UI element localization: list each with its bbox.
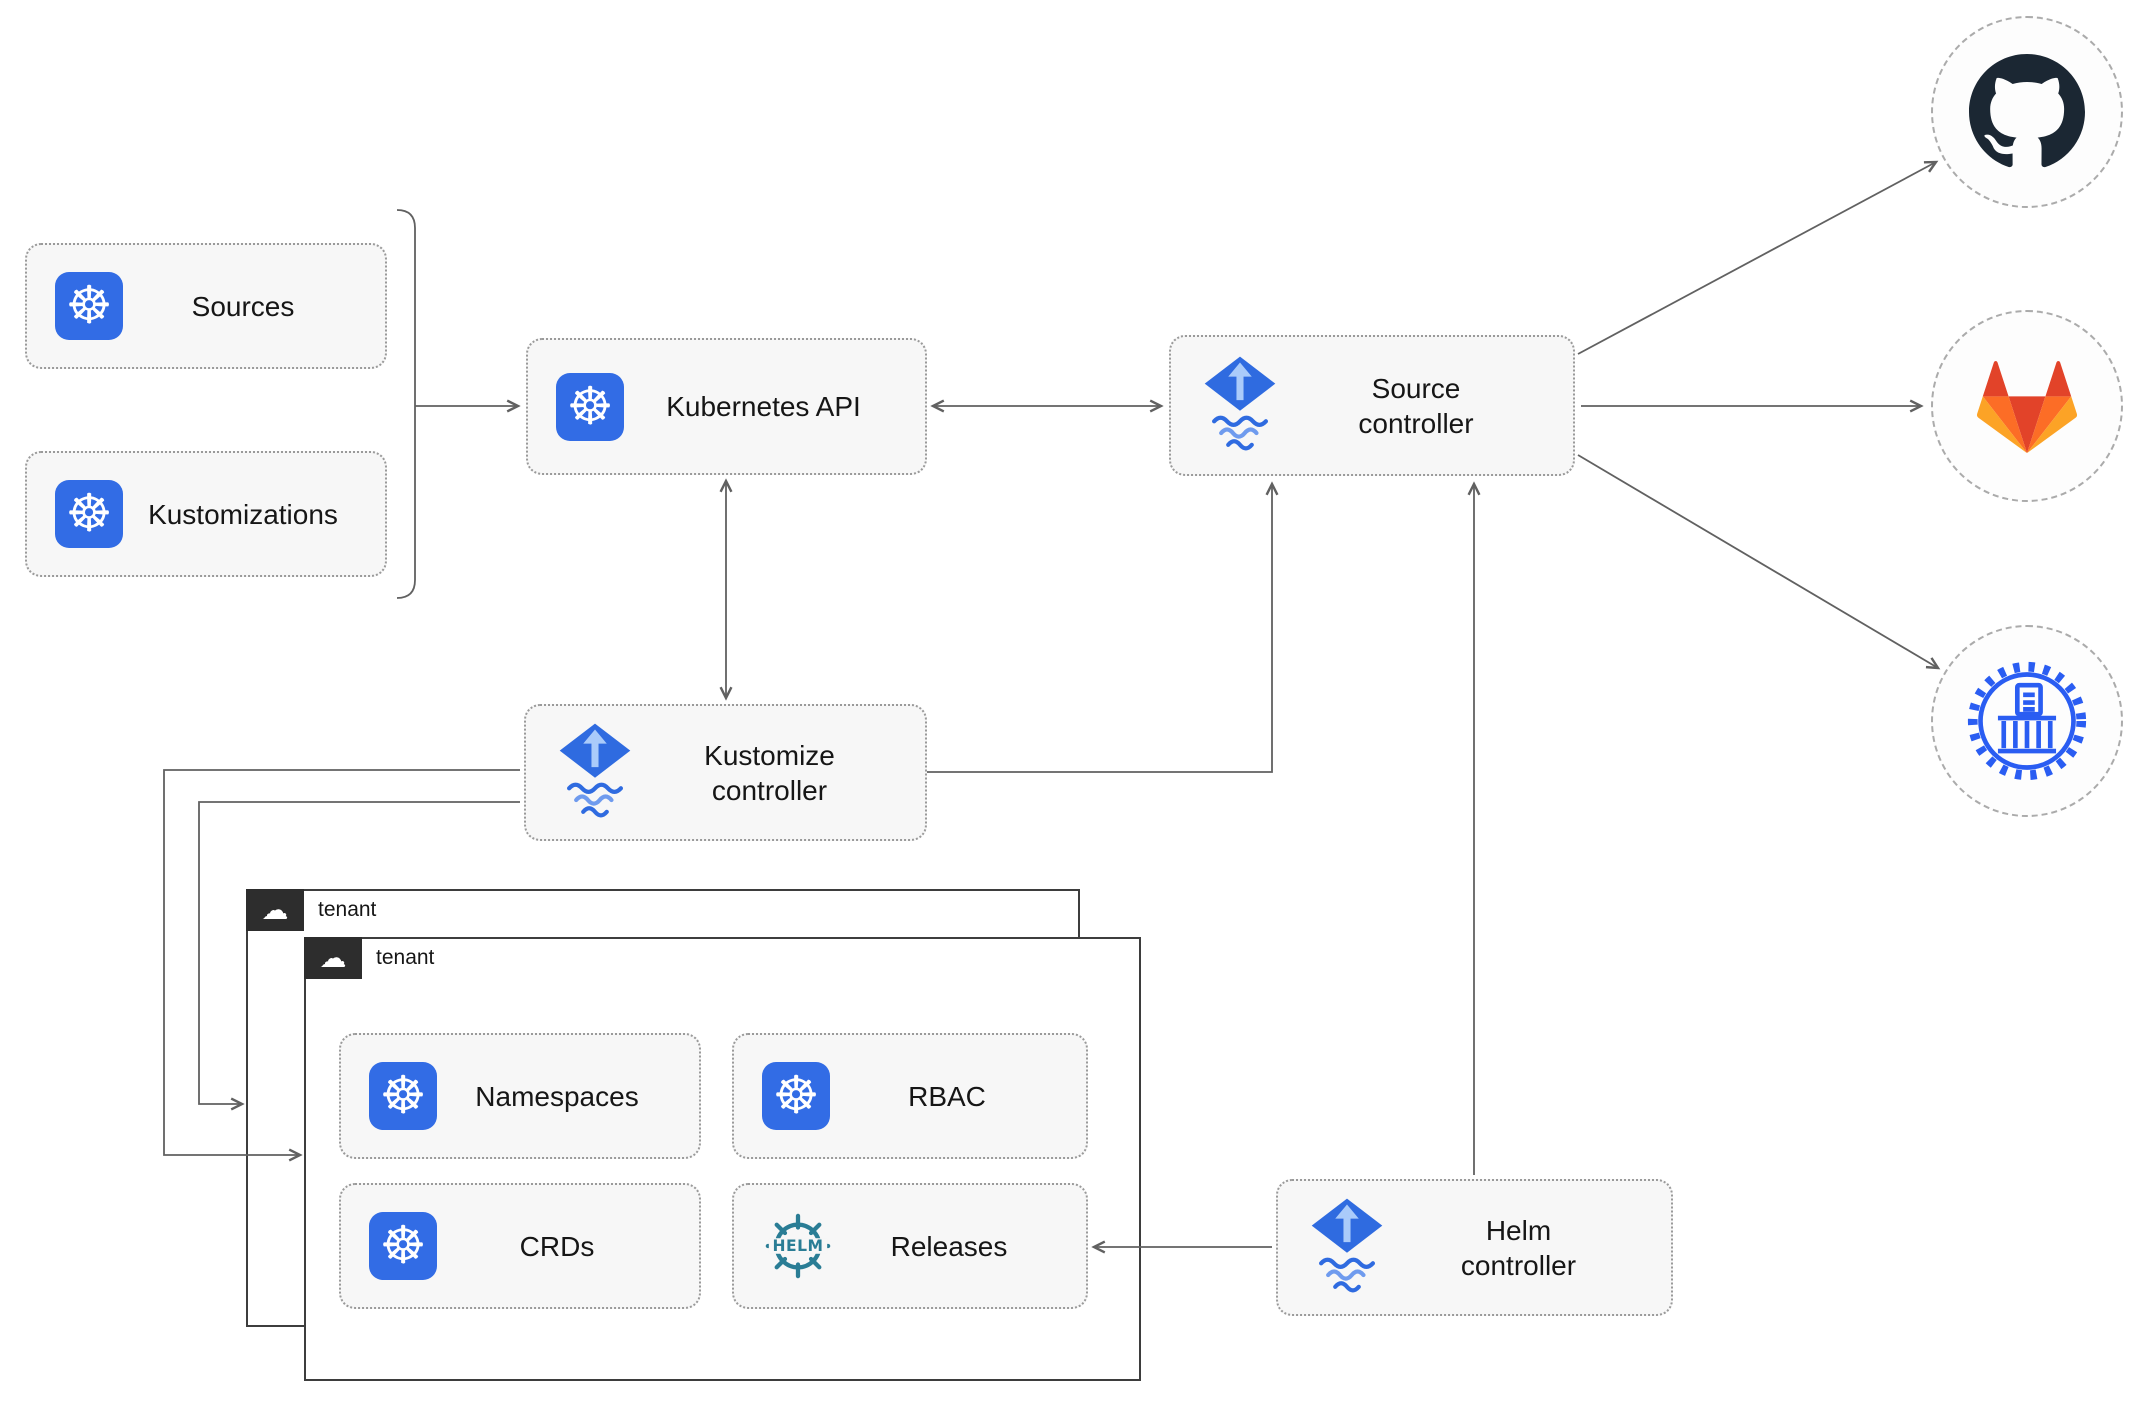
kubernetes-icon: ☸ bbox=[762, 1062, 830, 1130]
harbor-icon bbox=[1967, 661, 2087, 781]
kubernetes-icon: ☸ bbox=[55, 480, 123, 548]
node-rbac: ☸ RBAC bbox=[732, 1033, 1088, 1159]
kubernetes-icon: ☸ bbox=[55, 272, 123, 340]
node-kustomize-controller-label: Kustomize controller bbox=[704, 739, 835, 806]
cloud-icon: ☁ bbox=[304, 937, 362, 979]
arrow-source-controller-to-registry bbox=[1577, 454, 1941, 670]
gitlab-icon bbox=[1977, 361, 2077, 454]
node-namespaces-label: Namespaces bbox=[475, 1080, 639, 1112]
node-kustomize-controller: Kustomize controller bbox=[524, 704, 927, 841]
node-namespaces: ☸ Namespaces bbox=[339, 1033, 701, 1159]
tenant-back-label: tenant bbox=[318, 898, 377, 921]
node-kustomizations: ☸ Kustomizations bbox=[25, 451, 387, 577]
kubernetes-icon: ☸ bbox=[369, 1062, 437, 1130]
node-rbac-label: RBAC bbox=[908, 1080, 986, 1112]
endpoint-gitlab bbox=[1931, 310, 2123, 502]
bracket-sources-group bbox=[396, 209, 416, 599]
node-helm-controller-label: Helm controller bbox=[1460, 1214, 1577, 1281]
arrow-source-controller-to-github bbox=[1577, 160, 1939, 355]
node-kubernetes-api: ☸ Kubernetes API bbox=[526, 338, 927, 475]
node-source-controller: Source controller bbox=[1169, 335, 1575, 476]
node-source-controller-label: Source controller bbox=[1358, 372, 1474, 439]
node-releases-label: Releases bbox=[890, 1230, 1008, 1262]
helm-icon: HELM bbox=[762, 1211, 834, 1281]
node-helm-controller: Helm controller bbox=[1276, 1179, 1673, 1316]
node-crds: ☸ CRDs bbox=[339, 1183, 701, 1309]
kubernetes-icon: ☸ bbox=[556, 372, 624, 441]
endpoint-registry bbox=[1931, 625, 2123, 817]
arrow-kustomize-controller-to-source-controller bbox=[927, 481, 1279, 773]
cloud-icon: ☁ bbox=[246, 889, 304, 931]
node-sources: ☸ Sources bbox=[25, 243, 387, 369]
flux-icon bbox=[1306, 1196, 1388, 1300]
tenant-front-label: tenant bbox=[376, 946, 435, 969]
svg-text:HELM: HELM bbox=[773, 1237, 824, 1255]
node-releases: HELM Releases bbox=[732, 1183, 1088, 1309]
tenant-box-front: ☁ tenant bbox=[304, 937, 1141, 1381]
github-icon bbox=[1969, 54, 2085, 168]
flux-icon bbox=[1199, 354, 1281, 458]
node-sources-label: Sources bbox=[191, 290, 295, 322]
flux-icon bbox=[554, 721, 636, 825]
node-kubernetes-api-label: Kubernetes API bbox=[666, 391, 861, 422]
kubernetes-icon: ☸ bbox=[369, 1212, 437, 1280]
endpoint-github bbox=[1931, 16, 2123, 208]
node-kustomizations-label: Kustomizations bbox=[148, 498, 338, 530]
node-crds-label: CRDs bbox=[519, 1230, 595, 1262]
